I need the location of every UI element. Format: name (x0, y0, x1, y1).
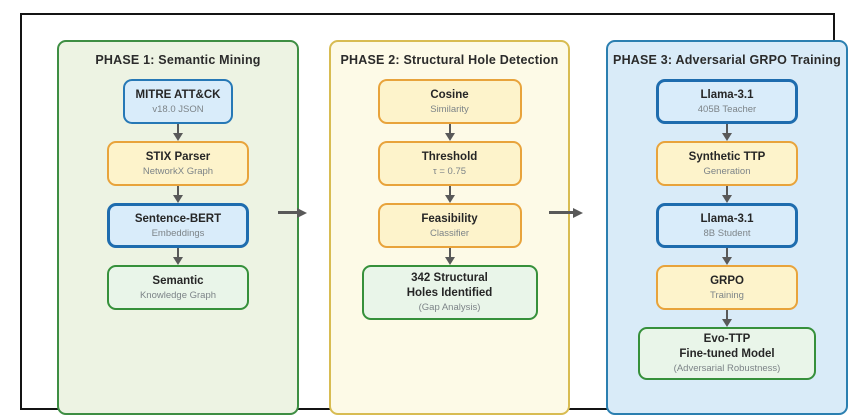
node-synthetic-ttp-generation: Synthetic TTP Generation (656, 141, 798, 186)
arrow-phase1-to-phase2-icon (278, 207, 307, 218)
node-subtitle: 8B Student (703, 227, 751, 239)
node-subtitle: Knowledge Graph (139, 289, 217, 301)
arrow-down-icon (722, 124, 732, 141)
phase-2-title: PHASE 2: Structural Hole Detection (340, 53, 559, 67)
node-subtitle: Similarity (430, 103, 469, 115)
phase-1-title: PHASE 1: Semantic Mining (95, 53, 261, 67)
phase-1-nodes: MITRE ATT&CK v18.0 JSON STIX Parser Netw… (59, 79, 297, 310)
node-title: Synthetic TTP (688, 150, 766, 163)
node-title: GRPO (710, 274, 744, 287)
arrow-down-icon (722, 186, 732, 203)
node-subtitle: Classifier (429, 227, 470, 239)
phase-3-container: PHASE 3: Adversarial GRPO Training Llama… (606, 40, 848, 415)
node-mitre-attack: MITRE ATT&CK v18.0 JSON (123, 79, 233, 124)
arrow-down-icon (444, 248, 455, 265)
arrow-down-icon (444, 186, 455, 203)
node-llama-405b-teacher: Llama-3.1 405B Teacher (656, 79, 798, 124)
node-subtitle: Training (710, 289, 744, 301)
arrow-down-icon (722, 248, 732, 265)
node-grpo-training: GRPO Training (656, 265, 798, 310)
node-evo-ttp-model: Evo-TTP Fine-tuned Model (Adversarial Ro… (638, 327, 816, 380)
node-feasibility-classifier: Feasibility Classifier (377, 203, 522, 248)
node-llama-8b-student: Llama-3.1 8B Student (656, 203, 798, 248)
node-subtitle: NetworkX Graph (142, 165, 214, 177)
phase-3-nodes: Llama-3.1 405B Teacher Synthetic TTP Gen… (608, 79, 846, 380)
arrow-down-icon (173, 248, 183, 265)
node-cosine-similarity: Cosine Similarity (377, 79, 522, 124)
node-title: 342 Structural Holes Identified (406, 272, 493, 299)
phase-1-container: PHASE 1: Semantic Mining MITRE ATT&CK v1… (57, 40, 299, 415)
node-semantic-knowledge-graph: Semantic Knowledge Graph (107, 265, 249, 310)
node-structural-holes-result: 342 Structural Holes Identified (Gap Ana… (361, 265, 538, 320)
node-subtitle: Embeddings (151, 227, 205, 239)
node-title: Llama-3.1 (700, 212, 754, 225)
outer-frame: PHASE 1: Semantic Mining MITRE ATT&CK v1… (20, 13, 848, 415)
node-subtitle: (Gap Analysis) (418, 302, 481, 314)
node-subtitle: τ = 0.75 (432, 165, 467, 177)
node-sentence-bert: Sentence-BERT Embeddings (107, 203, 249, 248)
node-title: Threshold (421, 150, 478, 163)
node-stix-parser: STIX Parser NetworkX Graph (107, 141, 249, 186)
node-title: STIX Parser (145, 150, 211, 163)
arrow-down-icon (722, 310, 732, 327)
node-title: Feasibility (421, 212, 478, 225)
node-subtitle: Generation (703, 165, 751, 177)
phase-3-title: PHASE 3: Adversarial GRPO Training (613, 53, 841, 67)
node-title: Llama-3.1 (700, 88, 754, 101)
arrow-down-icon (173, 124, 183, 141)
node-title: Cosine (430, 88, 469, 101)
phase-2-nodes: Cosine Similarity Threshold τ = 0.75 Fea… (331, 79, 568, 320)
phase-2-container: PHASE 2: Structural Hole Detection Cosin… (329, 40, 570, 415)
node-title: MITRE ATT&CK (135, 88, 221, 101)
node-title: Semantic (152, 274, 204, 287)
node-threshold: Threshold τ = 0.75 (377, 141, 522, 186)
arrow-down-icon (444, 124, 455, 141)
node-subtitle: v18.0 JSON (152, 103, 204, 115)
arrow-phase2-to-phase3-icon (549, 207, 583, 218)
node-subtitle: 405B Teacher (697, 103, 757, 115)
node-subtitle: (Adversarial Robustness) (673, 363, 781, 375)
arrow-down-icon (173, 186, 183, 203)
node-title: Sentence-BERT (134, 212, 222, 225)
node-title: Evo-TTP Fine-tuned Model (679, 333, 775, 360)
